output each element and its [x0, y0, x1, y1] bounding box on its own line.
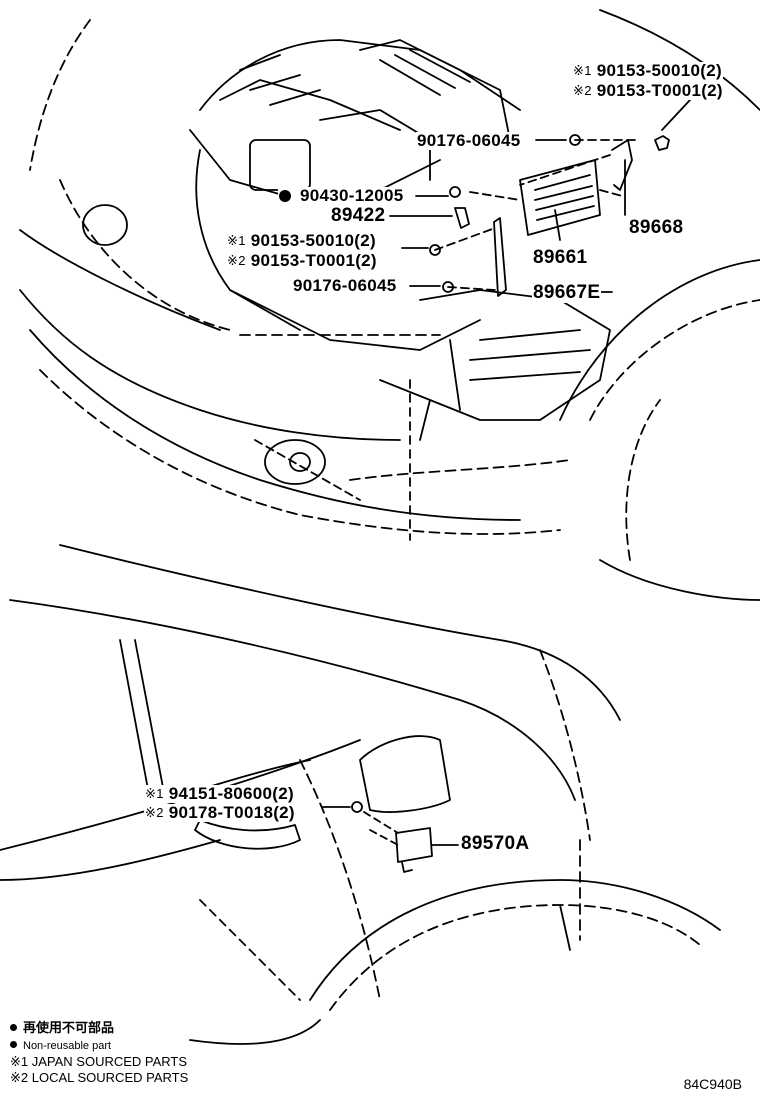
- non-reusable-dot-icon: [10, 1041, 17, 1048]
- legend-non-reusable-en: Non-reusable part: [10, 1038, 111, 1054]
- legend-non-reusable-jp: 再使用不可部品: [10, 1020, 114, 1036]
- label-90153-t0001-local: ※2 90153-T0001(2): [572, 82, 724, 100]
- label-90153-t0001-mid-local: ※2 90153-T0001(2): [226, 252, 378, 270]
- label-89667e: 89667E: [532, 282, 602, 303]
- label-94151-80600-jp: ※1 94151-80600(2): [144, 785, 295, 803]
- legend-text: Non-reusable part: [23, 1040, 112, 1052]
- label-90178-t0018-local: ※2 90178-T0018(2): [144, 804, 296, 822]
- legend-japan-sourced: ※1 JAPAN SOURCED PARTS: [10, 1054, 187, 1070]
- label-89570a: 89570A: [460, 833, 531, 854]
- part-number: 90176-06045: [417, 131, 521, 150]
- japan-mark: ※1: [145, 786, 164, 801]
- part-number: 90178-T0018(2): [168, 803, 295, 822]
- local-mark: ※2: [145, 805, 164, 820]
- local-mark: ※2: [573, 83, 592, 98]
- part-number: 90153-50010(2): [250, 231, 376, 250]
- part-number: 89668: [629, 217, 684, 238]
- local-mark: ※2: [227, 253, 246, 268]
- japan-mark: ※1: [227, 233, 246, 248]
- legend-text: ※1 JAPAN SOURCED PARTS: [10, 1054, 188, 1069]
- diagram-code: 84C940B: [683, 1076, 742, 1092]
- label-90153-50010-mid-jp: ※1 90153-50010(2): [226, 232, 377, 250]
- label-90430-12005: 90430-12005: [278, 187, 405, 205]
- label-90176-06045-top: 90176-06045: [416, 132, 522, 150]
- legend-text: ※2 LOCAL SOURCED PARTS: [10, 1070, 189, 1085]
- part-number: 90153-50010(2): [596, 61, 722, 80]
- part-number: 90153-T0001(2): [250, 251, 377, 270]
- part-number: 90153-T0001(2): [596, 81, 723, 100]
- legend-text: 再使用不可部品: [23, 1020, 115, 1035]
- label-90176-06045-mid: 90176-06045: [292, 277, 398, 295]
- part-number: 89667E: [533, 282, 601, 303]
- non-reusable-dot-icon: [279, 190, 291, 202]
- legend-local-sourced: ※2 LOCAL SOURCED PARTS: [10, 1070, 188, 1086]
- part-number: 90430-12005: [300, 186, 404, 205]
- part-number: 89422: [331, 205, 386, 226]
- label-89661: 89661: [532, 247, 589, 268]
- part-number: 89570A: [461, 833, 530, 854]
- part-number: 90176-06045: [293, 276, 397, 295]
- label-89422: 89422: [330, 205, 387, 226]
- part-number: 94151-80600(2): [168, 784, 294, 803]
- non-reusable-dot-icon: [10, 1024, 17, 1031]
- japan-mark: ※1: [573, 63, 592, 78]
- label-89668: 89668: [628, 217, 685, 238]
- label-90153-50010-jp: ※1 90153-50010(2): [572, 62, 723, 80]
- part-number: 89661: [533, 247, 588, 268]
